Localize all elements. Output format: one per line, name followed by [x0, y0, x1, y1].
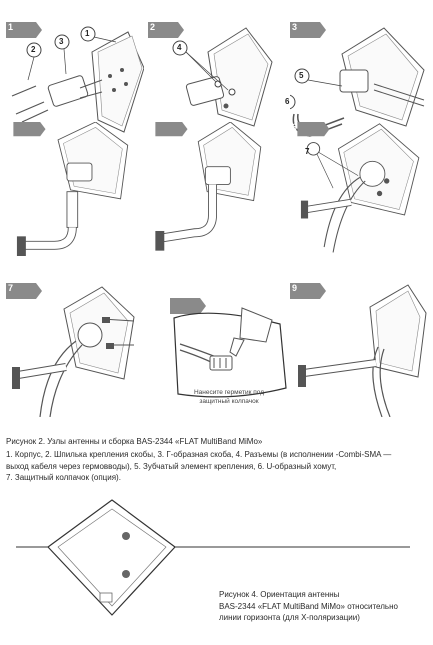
- callout-3: 3: [59, 37, 64, 46]
- step-5-illustration: [155, 122, 262, 251]
- callout-5: 5: [299, 71, 304, 80]
- callout-1: 1: [85, 29, 90, 38]
- figure-2-title: Рисунок 2. Узлы антенны и сборка BAS-234…: [6, 437, 263, 446]
- figure-2-legend-line-3: 7. Защитный колпачок (опция).: [6, 473, 121, 482]
- figure-2-legend-line-2: выход кабеля через гермовводы), 5. Зубча…: [6, 461, 337, 471]
- assembly-step-4: 4: [6, 122, 144, 256]
- assembly-step-9: 9: [290, 283, 428, 417]
- step-2-illustration: [148, 22, 273, 127]
- figure-4-orientation-drawing: [16, 499, 410, 616]
- step-9-illustration: [290, 283, 427, 417]
- assembly-step-8: 8: [170, 283, 288, 417]
- figure-2-legend-line-1: 1. Корпус, 2. Шпилька крепления скобы, 3…: [6, 450, 392, 459]
- assembly-step-1: 1 1 2 3: [6, 22, 144, 156]
- sealant-note-line-2: защитный колпачок: [199, 398, 259, 405]
- step-3-illustration: [290, 22, 425, 137]
- step-6-illustration: [297, 122, 420, 253]
- assembly-step-6: 6 7: [290, 122, 428, 256]
- figure-4-caption-line-2: BAS-2344 «FLAT MultiBand MiMo» относител…: [219, 601, 398, 611]
- figure-4-caption: Рисунок 4. Ориентация антенны BAS-2344 «…: [219, 589, 429, 624]
- assembly-step-3: 3 5 6: [285, 22, 428, 156]
- figure-4-caption-line-1: Рисунок 4. Ориентация антенны: [219, 590, 340, 599]
- step-8-illustration: [170, 298, 287, 398]
- assembly-step-5: 5: [148, 122, 286, 256]
- sealant-note: Нанесите герметик под защитный колпачок: [170, 388, 288, 406]
- callout-4: 4: [177, 43, 182, 52]
- step-4-illustration: [13, 122, 129, 256]
- figure-2-legend: 1. Корпус, 2. Шпилька крепления скобы, 3…: [6, 449, 430, 484]
- figure-4-caption-line-3: линии горизонта (для Х-поляризации): [219, 613, 360, 622]
- callout-6: 6: [285, 97, 290, 106]
- step-1-illustration: [6, 22, 144, 133]
- assembly-step-7: 7: [6, 283, 144, 417]
- assembly-step-2: 2 4: [148, 22, 286, 156]
- callout-2: 2: [31, 45, 36, 54]
- callout-7: 7: [305, 147, 310, 156]
- sealant-note-line-1: Нанесите герметик под: [193, 389, 265, 396]
- step-7-illustration: [6, 283, 135, 417]
